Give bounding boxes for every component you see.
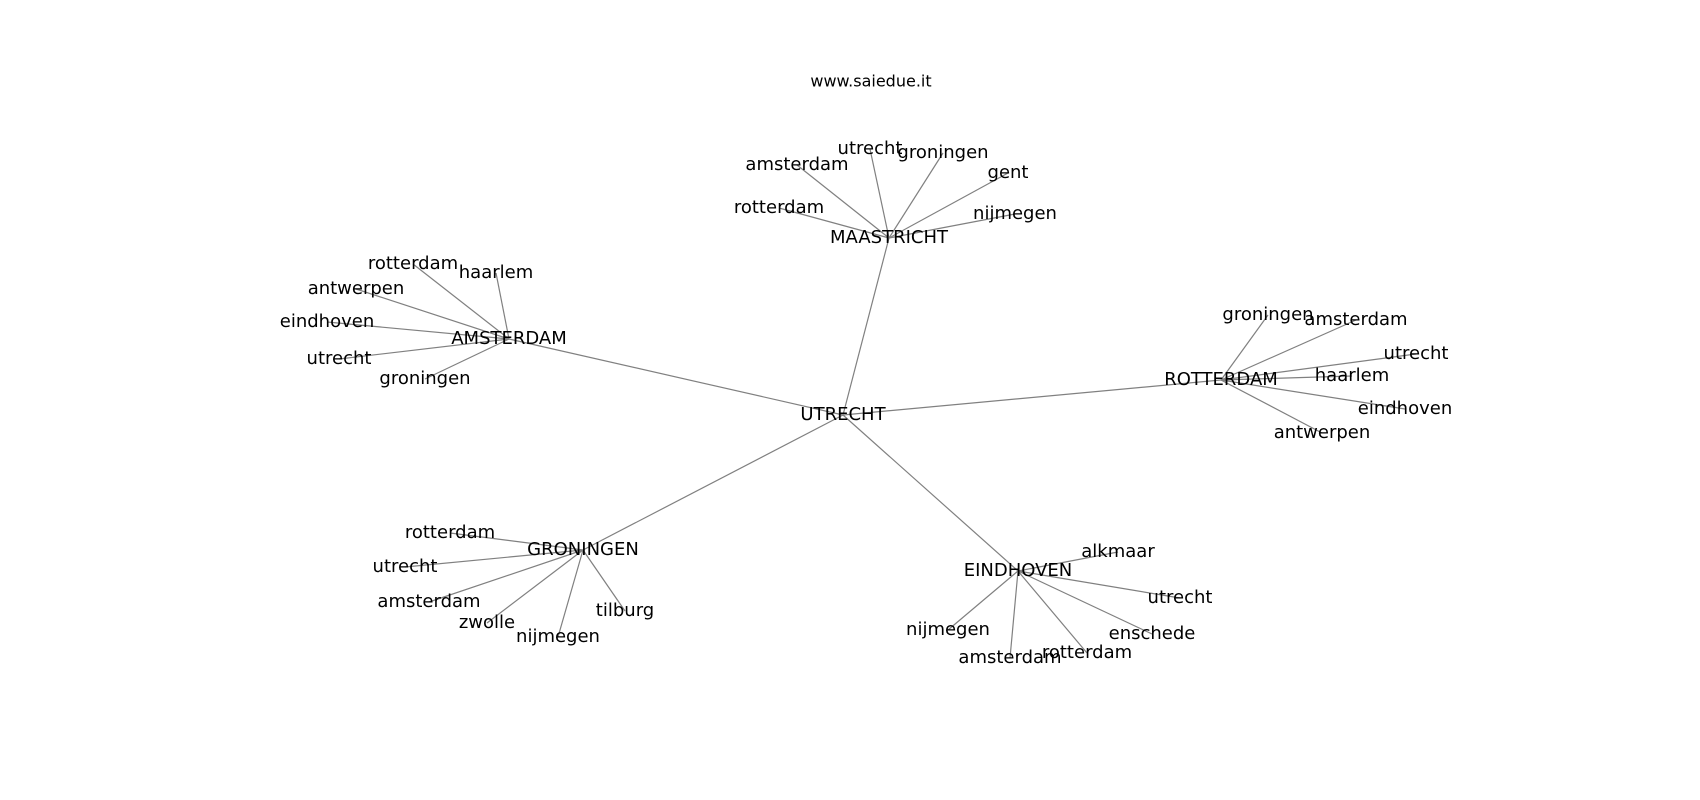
edge-rotterdam-r_groningen xyxy=(1220,314,1269,381)
leaf-node-m-utrecht: utrecht xyxy=(838,138,903,159)
leaf-node-r-amsterdam: amsterdam xyxy=(1304,309,1407,330)
edge-eindhoven-e_alkmaar xyxy=(1017,551,1119,572)
hub-node-groningen: GRONINGEN xyxy=(527,539,639,560)
edge-groningen-g_rotterdam xyxy=(449,532,584,551)
leaf-node-a-utrecht: utrecht xyxy=(307,348,372,369)
watermark-text: www.saiedue.it xyxy=(810,72,931,91)
edge-utrecht_hub-amsterdam xyxy=(508,338,844,416)
leaf-node-e-alkmaar: alkmaar xyxy=(1081,541,1155,562)
edge-maastricht-m_nijmegen xyxy=(888,213,1016,239)
edge-amsterdam-a_utrecht xyxy=(338,338,510,360)
edge-eindhoven-e_nijmegen xyxy=(947,570,1019,631)
leaf-node-m-rotterdam: rotterdam xyxy=(734,197,824,218)
leaf-node-m-amsterdam: amsterdam xyxy=(745,154,848,175)
edges-layer xyxy=(326,148,1417,659)
hub-node-amsterdam: AMSTERDAM xyxy=(451,328,567,349)
edge-rotterdam-r_utrecht xyxy=(1220,353,1417,381)
leaf-node-a-rotterdam: rotterdam xyxy=(368,253,458,274)
hub-node-eindhoven: EINDHOVEN xyxy=(964,560,1073,581)
leaf-node-e-rotterdam: rotterdam xyxy=(1042,642,1132,663)
edge-groningen-g_tilburg xyxy=(582,549,626,612)
edge-maastricht-m_rotterdam xyxy=(778,207,890,239)
edge-maastricht-m_utrecht xyxy=(869,148,890,239)
leaf-node-m-groningen: groningen xyxy=(897,142,988,163)
edge-amsterdam-a_groningen xyxy=(424,338,510,380)
leaf-node-e-nijmegen: nijmegen xyxy=(906,619,990,640)
leaf-node-a-groningen: groningen xyxy=(379,368,470,389)
edge-rotterdam-r_eindhoven xyxy=(1220,379,1406,410)
leaf-node-e-enschede: enschede xyxy=(1109,623,1196,644)
edge-eindhoven-e_enschede xyxy=(1017,570,1153,635)
edge-groningen-g_utrecht xyxy=(404,549,584,568)
leaf-node-e-utrecht: utrecht xyxy=(1148,587,1213,608)
edge-maastricht-m_gent xyxy=(888,172,1009,239)
edge-eindhoven-e_rotterdam xyxy=(1017,570,1088,654)
leaf-node-a-haarlem: haarlem xyxy=(459,262,533,283)
edge-amsterdam-a_antwerpen xyxy=(355,288,510,340)
leaf-node-r-eindhoven: eindhoven xyxy=(1358,398,1452,419)
leaf-node-g-utrecht: utrecht xyxy=(373,556,438,577)
edge-groningen-g_zwolle xyxy=(486,549,584,624)
edge-amsterdam-a_eindhoven xyxy=(326,321,510,340)
edge-rotterdam-r_amsterdam xyxy=(1220,319,1357,381)
edge-utrecht_hub-groningen xyxy=(582,414,844,551)
leaf-node-e-amsterdam: amsterdam xyxy=(958,647,1061,668)
leaf-node-m-gent: gent xyxy=(988,162,1029,183)
leaf-node-r-antwerpen: antwerpen xyxy=(1274,422,1371,443)
leaf-node-r-groningen: groningen xyxy=(1222,304,1313,325)
edge-utrecht_hub-maastricht xyxy=(842,237,890,416)
edge-maastricht-m_amsterdam xyxy=(796,164,890,239)
edge-amsterdam-a_rotterdam xyxy=(412,263,510,340)
edge-rotterdam-r_antwerpen xyxy=(1220,379,1323,434)
leaf-node-r-utrecht: utrecht xyxy=(1384,343,1449,364)
leaf-node-g-zwolle: zwolle xyxy=(459,612,515,633)
hub-node-rotterdam: ROTTERDAM xyxy=(1164,369,1278,390)
edge-utrecht_hub-eindhoven xyxy=(842,414,1019,572)
edge-amsterdam-a_haarlem xyxy=(495,272,510,340)
leaf-node-g-nijmegen: nijmegen xyxy=(516,626,600,647)
labels-layer: UTRECHT MAASTRICHT AMSTERDAM ROTTERDAM GRONI… xyxy=(280,138,1452,668)
leaf-node-a-antwerpen: antwerpen xyxy=(308,278,405,299)
edge-rotterdam-r_haarlem xyxy=(1220,375,1353,381)
edge-utrecht_hub-rotterdam xyxy=(842,379,1222,416)
leaf-node-g-amsterdam: amsterdam xyxy=(377,591,480,612)
leaf-node-m-nijmegen: nijmegen xyxy=(973,203,1057,224)
hub-node-maastricht: MAASTRICHT xyxy=(830,227,949,248)
leaf-node-g-tilburg: tilburg xyxy=(596,600,654,621)
leaf-node-r-haarlem: haarlem xyxy=(1315,365,1389,386)
hub-node-utrecht-hub: UTRECHT xyxy=(800,404,886,425)
edge-groningen-g_amsterdam xyxy=(428,549,584,603)
edge-groningen-g_nijmegen xyxy=(557,549,584,638)
edge-eindhoven-e_utrecht xyxy=(1017,570,1181,599)
leaf-node-a-eindhoven: eindhoven xyxy=(280,311,374,332)
leaf-node-g-rotterdam: rotterdam xyxy=(405,522,495,543)
edge-eindhoven-e_amsterdam xyxy=(1009,570,1019,659)
edge-maastricht-m_groningen xyxy=(888,152,944,239)
